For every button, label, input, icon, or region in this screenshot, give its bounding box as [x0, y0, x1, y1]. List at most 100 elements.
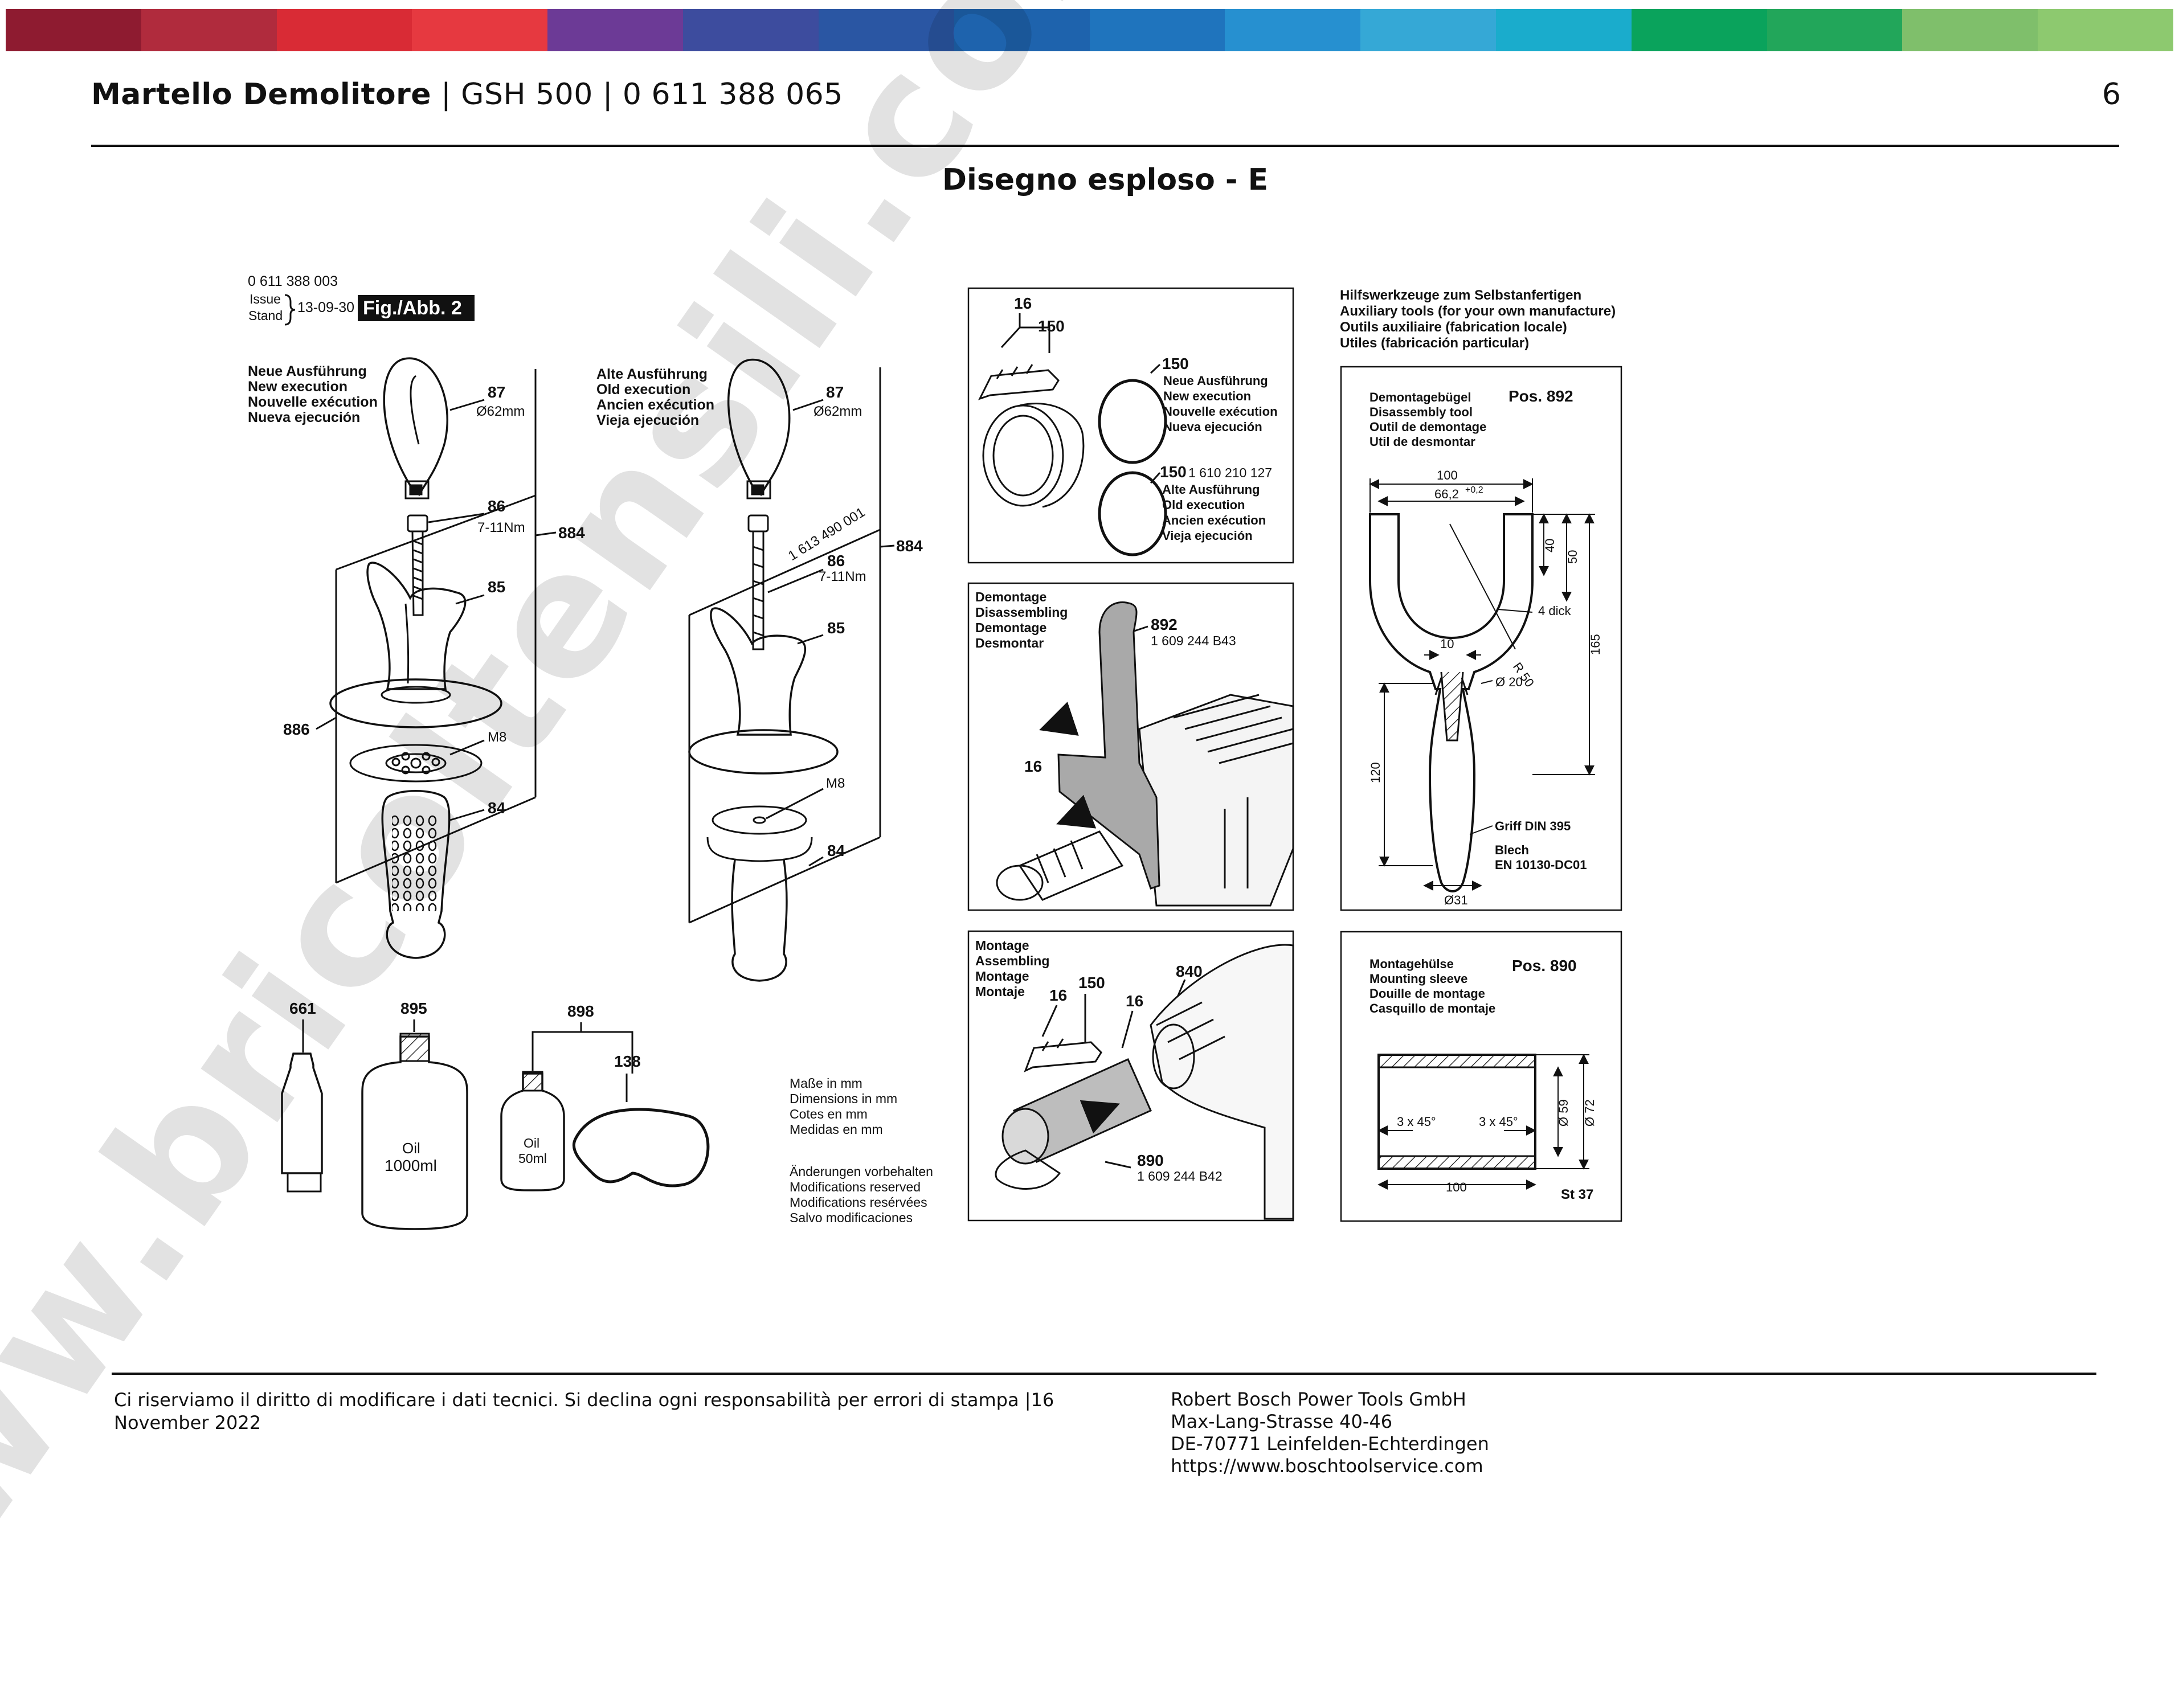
- tool890-pos: Pos. 890: [1512, 957, 1577, 974]
- changes-note-es: Salvo modificaciones: [790, 1210, 913, 1225]
- tools-header-en: Auxiliary tools (for your own manufactur…: [1340, 304, 1616, 319]
- brand-bar-segment: [818, 9, 954, 51]
- callout-84-new: 84: [488, 799, 506, 817]
- execution-label-old: Alte Ausführung Old execution Ancien exé…: [596, 366, 714, 428]
- panel-a-old-150: 150: [1160, 463, 1187, 481]
- figure-label: Fig./Abb. 2: [363, 297, 462, 319]
- issue-label: Issue: [250, 292, 281, 306]
- depth-stop-strap-old: [727, 358, 791, 496]
- panel-a-callout-150: 150: [1038, 317, 1065, 335]
- panel-a-new-title: Neue Ausführung: [1163, 374, 1268, 388]
- tool890-material: St 37: [1561, 1187, 1593, 1202]
- brand-bar-segment: [6, 9, 141, 51]
- callout-87-old: 87: [826, 383, 844, 401]
- tool890-sleeve: [1377, 1054, 1536, 1170]
- new-exec-de: Neue Ausführung: [248, 363, 367, 379]
- footer-url[interactable]: https://www.boschtoolservice.com: [1171, 1455, 1483, 1477]
- brand-bar-segment: [1360, 9, 1496, 51]
- brand-bar-segment: [1902, 9, 2038, 51]
- tools-header-de: Hilfswerkzeuge zum Selbstanfertigen: [1340, 288, 1581, 303]
- callout-884-new: 884: [558, 524, 585, 542]
- panel-b-title-en: Disassembling: [975, 605, 1068, 620]
- footer-address: Robert Bosch Power Tools GmbH Max-Lang-S…: [1171, 1388, 1683, 1477]
- oil-bottle-1000ml: [361, 1035, 468, 1230]
- tool892-dim-40: 40: [1543, 539, 1557, 552]
- panel-seal-rings: [967, 287, 1294, 564]
- page-number: 6: [2102, 77, 2121, 112]
- tool890-name-de: Montagehülse: [1369, 957, 1454, 971]
- tool892-dim-165: 165: [1588, 634, 1602, 655]
- panel-b-callout-892: 892: [1151, 616, 1178, 633]
- panel-a-old-en: Old execution: [1162, 498, 1245, 512]
- depth-stop-strap: [383, 357, 448, 496]
- brand-bar-segment: [412, 9, 548, 51]
- callout-86-old: 86: [827, 552, 845, 570]
- oil-big-label: Oil: [402, 1140, 420, 1157]
- callout-898: 898: [567, 1002, 594, 1020]
- panel-a-old-title: Alte Ausführung: [1162, 482, 1260, 497]
- tool890-chamfer-left: 3 x 45°: [1397, 1115, 1436, 1129]
- tool890-name-en: Mounting sleeve: [1369, 972, 1467, 986]
- tool892-name-de: Demontagebügel: [1369, 390, 1471, 404]
- new-exec-fr: Nouvelle exécution: [248, 394, 378, 410]
- callout-86-new: 86: [488, 497, 505, 515]
- issue-date: 13-09-30: [297, 300, 354, 316]
- footer-city: DE-70771 Leinfelden-Echterdingen: [1171, 1433, 1489, 1455]
- grease-tube: [281, 1052, 323, 1174]
- footer-disclaimer: Ci riserviamo il diritto di modificare i…: [114, 1389, 1054, 1433]
- panel-a-old-es: Vieja ejecución: [1162, 529, 1253, 543]
- tool892-dim-20: Ø 20: [1495, 675, 1523, 689]
- callout-87-new: 87: [488, 383, 505, 401]
- tool892-sheet: Blech: [1495, 843, 1529, 857]
- panel-c-callout-16b: 16: [1126, 992, 1143, 1010]
- tool892-profile: [1369, 513, 1534, 892]
- panel-c-callout-840: 840: [1176, 962, 1203, 980]
- panel-b-title-es: Desmontar: [975, 636, 1044, 650]
- panel-tool-892: [1340, 366, 1622, 911]
- dims-note-es: Medidas en mm: [790, 1122, 883, 1137]
- panel-c-callout-890: 890: [1137, 1152, 1164, 1169]
- brand-bar-segment: [1089, 9, 1225, 51]
- panel-b-title-de: Demontage: [975, 589, 1046, 604]
- panel-c-title-de: Montage: [975, 938, 1029, 953]
- tool892-name-fr: Outil de demontage: [1369, 420, 1486, 434]
- section-title: Disegno esploso - E: [942, 163, 1269, 197]
- panel-tool-890: [1340, 931, 1622, 1222]
- tool892-dim-66: 66,2: [1434, 487, 1459, 501]
- dims-note-de: Maße in mm: [790, 1076, 862, 1091]
- thread-m8-old: M8: [826, 776, 845, 791]
- footer-street: Max-Lang-Strasse 40-46: [1171, 1411, 1393, 1432]
- panel-a-old-code: 1 610 210 127: [1188, 465, 1272, 480]
- brand-color-bar: [6, 9, 2173, 51]
- callout-84-old: 84: [827, 842, 845, 859]
- dims-note-en: Dimensions in mm: [790, 1091, 897, 1106]
- panel-a-new-150: 150: [1162, 355, 1189, 372]
- panel-c-title-en: Assembling: [975, 953, 1049, 968]
- tool892-pos: Pos. 892: [1508, 387, 1573, 405]
- tool892-name-es: Util de desmontar: [1369, 435, 1475, 449]
- new-exec-en: New execution: [248, 379, 348, 395]
- seal-ring: [572, 1108, 710, 1187]
- tool892-dim-31: Ø31: [1444, 893, 1468, 907]
- tool892-dim-50: 50: [1565, 550, 1580, 564]
- execution-label-new: Neue Ausführung New execution Nouvelle e…: [248, 363, 378, 425]
- brand-bar-segment: [547, 9, 684, 51]
- tool892-material: EN 10130-DC01: [1495, 858, 1587, 872]
- stand-label: Stand: [248, 308, 283, 323]
- tools-header-fr: Outils auxiliaire (fabrication locale): [1340, 320, 1567, 335]
- torque-old: 7-11Nm: [819, 569, 866, 584]
- tool890-dim-72: Ø 72: [1583, 1099, 1597, 1127]
- footer-company: Robert Bosch Power Tools GmbH: [1171, 1388, 1466, 1410]
- product-model-code: | GSH 500 | 0 611 388 065: [431, 77, 843, 112]
- callout-661: 661: [289, 1000, 316, 1017]
- tool890-dim-100: 100: [1446, 1180, 1467, 1194]
- callout-85-new: 85: [488, 578, 505, 596]
- panel-a-callout-16: 16: [1014, 294, 1032, 312]
- panel-c-title-es: Montaje: [975, 984, 1025, 999]
- brand-bar-segment: [683, 9, 819, 51]
- callout-884-old: 884: [896, 537, 923, 555]
- tool890-name-es: Casquillo de montaje: [1369, 1001, 1495, 1015]
- old-exec-fr: Ancien exécution: [596, 397, 714, 413]
- panel-b-title-fr: Demontage: [975, 620, 1046, 635]
- footer-divider: [112, 1373, 2096, 1375]
